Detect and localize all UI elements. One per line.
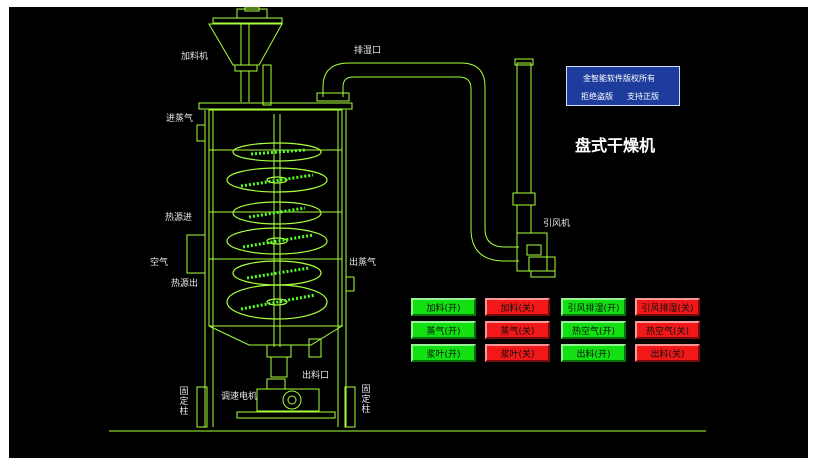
feeder-motor [236,8,268,19]
motor-base [236,411,336,419]
dryer-diagram [109,7,706,432]
exhaust-fan-on-button[interactable]: 引风排湿(开) [561,298,626,316]
hot-air-on-button[interactable]: 热空气(开) [561,321,626,339]
label-discharge: 出料口 [302,371,330,381]
exhaust-duct [322,62,519,248]
dryer-disk-4 [226,227,328,255]
paddle-on-button[interactable]: 浆叶(开) [411,344,476,362]
label-humid-outlet: 排湿口 [354,46,382,56]
label-motor: 调速电机 [221,392,258,402]
hmi-screen: 加料机 进蒸气 热源进 空气 热源出 出蒸气 排湿口 引风机 出料口 调速电机 … [9,7,808,458]
exhaust-fan-off-button[interactable]: 引风排湿(关) [635,298,700,316]
dryer-vessel [208,109,343,327]
label-heat-out: 热源出 [171,279,199,289]
label-fixed-col-left: 固定柱 [179,387,189,417]
fan-stack [516,62,532,194]
feed-off-button[interactable]: 加料(关) [485,298,550,316]
dryer-disk-1 [232,142,322,162]
paddle-off-button[interactable]: 浆叶(关) [485,344,550,362]
feed-on-button[interactable]: 加料(开) [411,298,476,316]
page-title: 盘式干燥机 [575,136,656,155]
label-air: 空气 [150,258,169,268]
copyright-notice: 金智能软件版权所有 拒绝盗版 支持正版 [566,66,680,106]
feeder-hopper [208,23,283,66]
copyright-line-2b: 支持正版 [627,92,659,101]
dryer-disk-2 [226,167,328,193]
dryer-disk-3 [232,201,322,225]
label-fixed-col-right: 固定柱 [361,385,371,415]
label-steam-in: 进蒸气 [166,114,194,124]
label-induced-fan: 引风机 [543,219,571,229]
label-steam-out: 出蒸气 [349,258,377,268]
steam-off-button[interactable]: 蒸气(关) [485,321,550,339]
label-heat-in: 热源进 [165,213,193,223]
top-plate [198,102,353,110]
hot-air-off-button[interactable]: 热空气(关) [635,321,700,339]
copyright-line-2a: 拒绝盗版 [581,92,613,101]
discharge-on-button[interactable]: 出料(开) [561,344,626,362]
dryer-disk-5 [232,260,322,286]
induced-fan-body [516,232,548,272]
copyright-line-1: 金智能软件版权所有 [583,74,655,83]
dryer-disk-6 [226,284,328,320]
discharge-cone [208,325,344,346]
discharge-off-button[interactable]: 出料(关) [635,344,700,362]
label-feeder: 加料机 [181,52,209,62]
steam-on-button[interactable]: 蒸气(开) [411,321,476,339]
